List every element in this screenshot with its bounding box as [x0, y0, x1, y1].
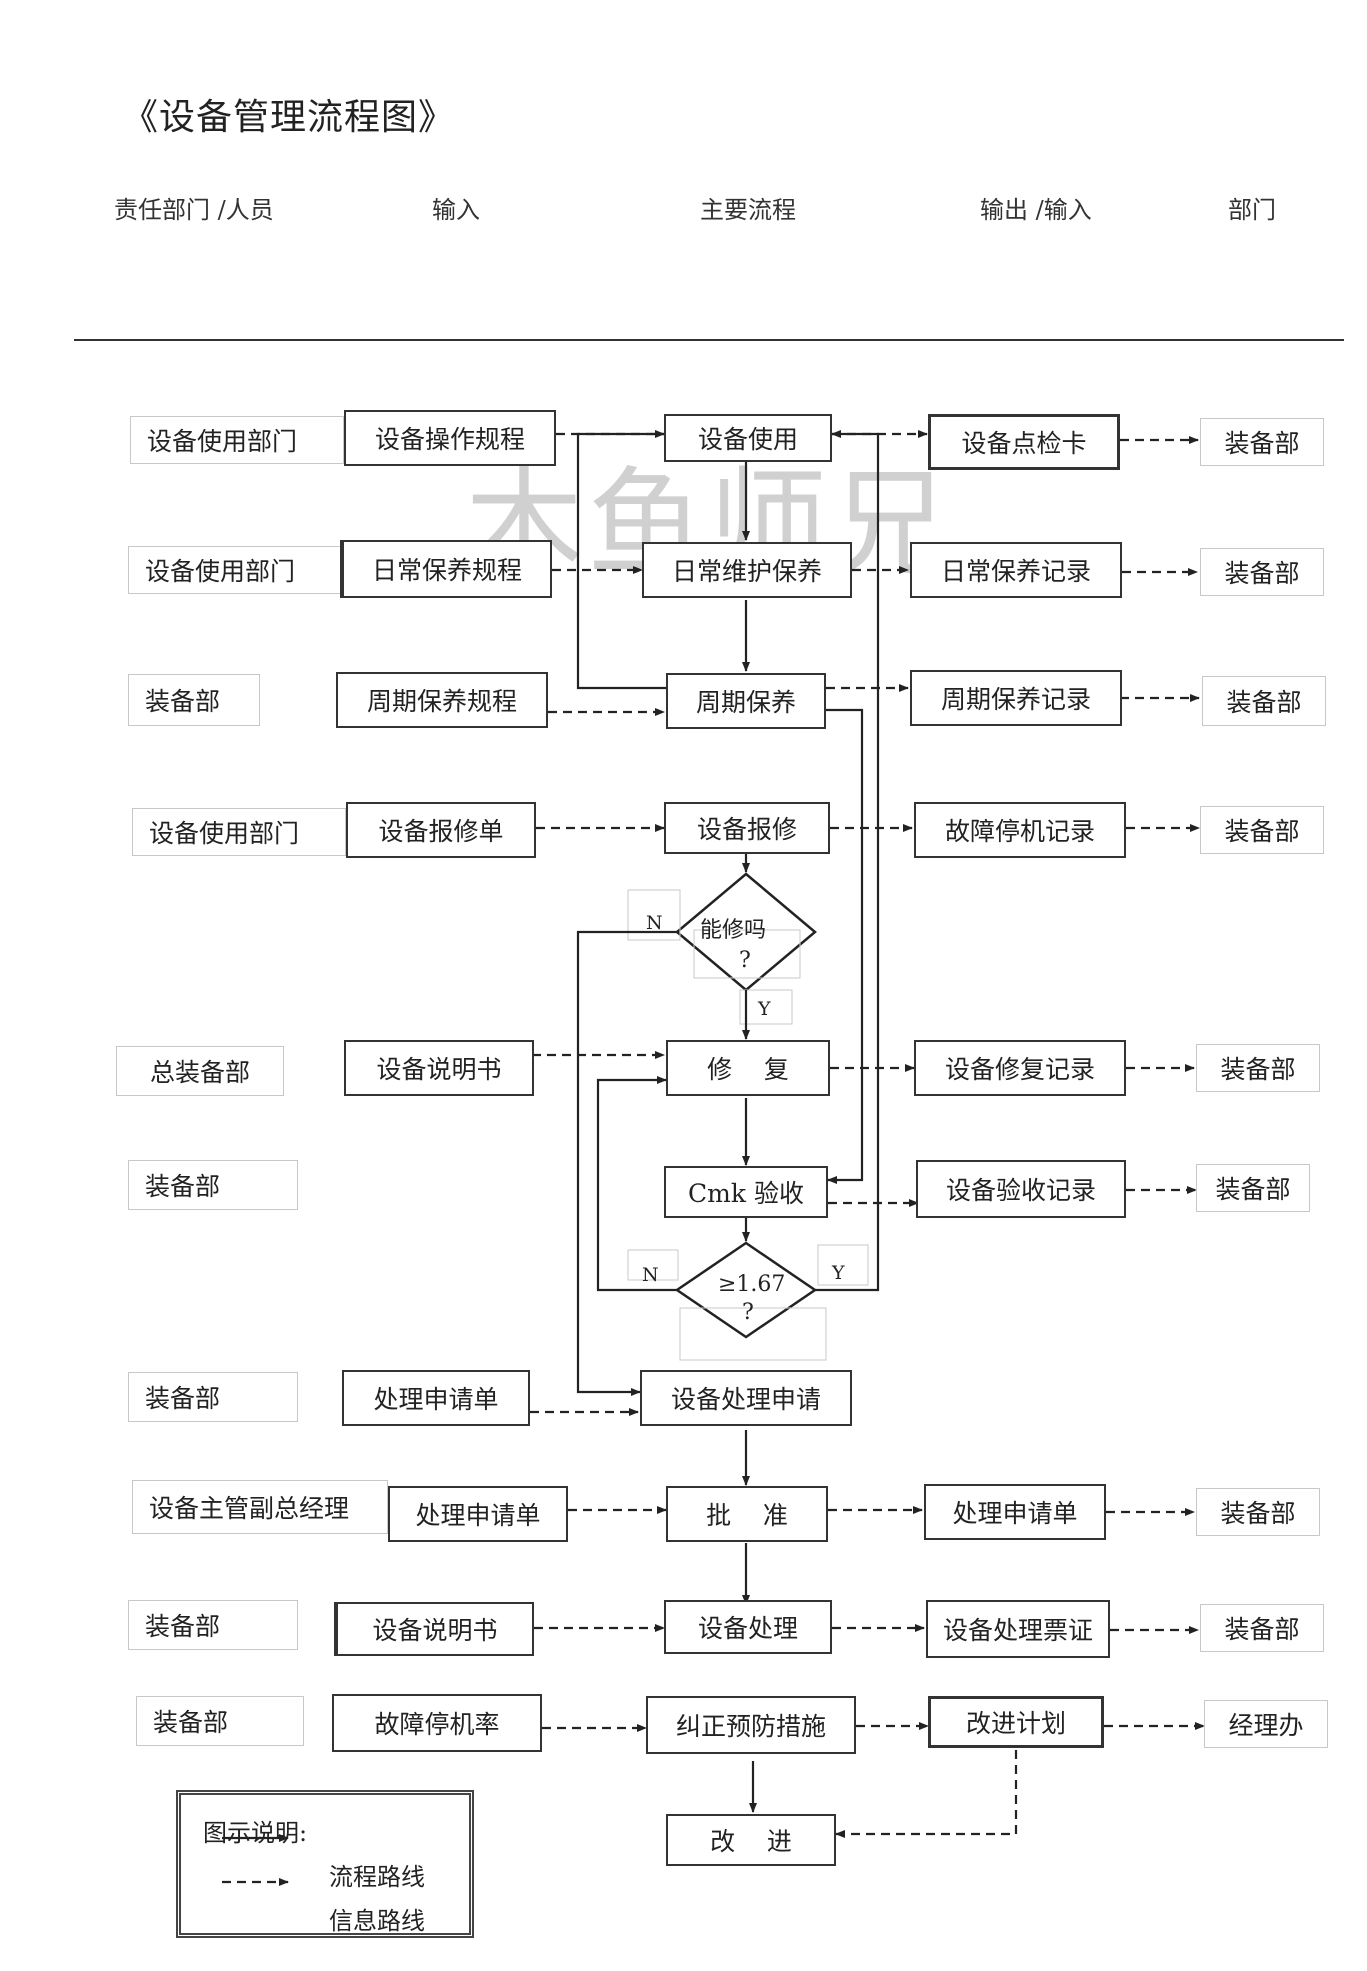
legend-title: 图示说明:: [203, 1819, 308, 1847]
decision-cmk-text: ≥1.67: [718, 1272, 786, 1297]
input-box-row1: 设备操作规程: [344, 410, 556, 466]
input-box-row9: 设备说明书: [334, 1602, 534, 1656]
receiver-box-row9: 装备部: [1200, 1604, 1324, 1652]
input-box-row2: 日常保养规程: [340, 540, 552, 598]
output-box-row5: 设备修复记录: [914, 1040, 1126, 1096]
flow-periodic-to-cmk: [826, 708, 864, 1184]
decision-repair-question: ?: [739, 948, 751, 973]
input-box-row7: 处理申请单: [342, 1370, 530, 1426]
receiver-box-row4: 装备部: [1200, 806, 1324, 854]
output-box-row10: 改进计划: [928, 1696, 1104, 1748]
decision-cmk-yes-label: Y: [832, 1262, 845, 1284]
decision-cmk-shape: [674, 1241, 818, 1339]
header-department: 责任部门 /人员: [114, 196, 274, 224]
process-box-report: 设备报修: [664, 802, 830, 854]
output-box-row4: 故障停机记录: [914, 802, 1126, 858]
info-plan-to-improve: [835, 1750, 1018, 1838]
dept-box-row9: 装备部: [128, 1600, 298, 1650]
page-title: 《设备管理流程图》: [122, 97, 456, 138]
receiver-box-row10: 经理办: [1204, 1700, 1328, 1748]
input-box-row10: 故障停机率: [332, 1694, 542, 1752]
output-box-row8: 处理申请单: [924, 1484, 1106, 1540]
dept-box-row10: 装备部: [136, 1696, 304, 1746]
header-divider: [74, 339, 1344, 341]
receiver-box-row3: 装备部: [1202, 676, 1326, 726]
output-box-row1: 设备点检卡: [928, 414, 1120, 470]
output-box-row6: 设备验收记录: [916, 1160, 1126, 1218]
decision-cmk-question: ?: [742, 1300, 754, 1325]
header-receiver: 部门: [1228, 196, 1276, 224]
legend-flow-label: 流程路线: [329, 1863, 425, 1891]
header-input: 输入: [432, 196, 480, 224]
legend-info-label: 信息路线: [329, 1907, 425, 1935]
flow-cmk-no-to-repair: [596, 1076, 677, 1292]
decision-repair-text: 能修吗: [700, 918, 767, 943]
process-box-daily: 日常维护保养: [642, 542, 852, 598]
input-box-row5: 设备说明书: [344, 1040, 534, 1096]
input-box-row4: 设备报修单: [346, 802, 536, 858]
process-box-periodic: 周期保养: [666, 673, 826, 729]
decision-repair-no-label: N: [646, 912, 663, 934]
dept-box-row5: 总装备部: [116, 1046, 284, 1096]
process-box-repair: 修 复: [666, 1040, 830, 1096]
output-box-row9: 设备处理票证: [926, 1600, 1110, 1658]
dept-box-row7: 装备部: [128, 1372, 298, 1422]
input-box-row8: 处理申请单: [388, 1486, 568, 1542]
header-main-process: 主要流程: [700, 196, 796, 224]
input-box-row3: 周期保养规程: [336, 672, 548, 728]
process-box-dispose: 设备处理: [664, 1600, 832, 1654]
output-box-row2: 日常保养记录: [910, 542, 1122, 598]
decision-repair-yes-label: Y: [758, 998, 771, 1020]
receiver-box-row6: 装备部: [1196, 1164, 1310, 1212]
dept-box-row6: 装备部: [128, 1160, 298, 1210]
process-box-cmk: Cmk 验收: [664, 1166, 828, 1218]
process-box-approve: 批 准: [666, 1486, 828, 1542]
process-box-improve: 改 进: [666, 1814, 836, 1866]
dept-box-row4: 设备使用部门: [132, 808, 346, 856]
process-box-apply: 设备处理申请: [640, 1370, 852, 1426]
receiver-box-row2: 装备部: [1200, 548, 1324, 596]
dept-box-row8: 设备主管副总经理: [132, 1480, 388, 1534]
process-box-measures: 纠正预防措施: [646, 1696, 856, 1754]
receiver-box-row5: 装备部: [1196, 1044, 1320, 1092]
decision-cmk-no-label: N: [642, 1264, 659, 1286]
receiver-box-row8: 装备部: [1196, 1488, 1320, 1536]
dept-box-row2: 设备使用部门: [128, 546, 342, 594]
dept-box-row1: 设备使用部门: [130, 416, 344, 464]
header-output-input: 输出 /输入: [980, 196, 1092, 224]
output-box-row3: 周期保养记录: [910, 670, 1122, 726]
flow-no-to-apply: [576, 930, 677, 1396]
dept-box-row3: 装备部: [128, 674, 260, 726]
legend: 图示说明: 流程路线 信息路线: [176, 1790, 474, 1938]
process-box-use: 设备使用: [664, 414, 832, 462]
receiver-box-row1: 装备部: [1200, 418, 1324, 466]
